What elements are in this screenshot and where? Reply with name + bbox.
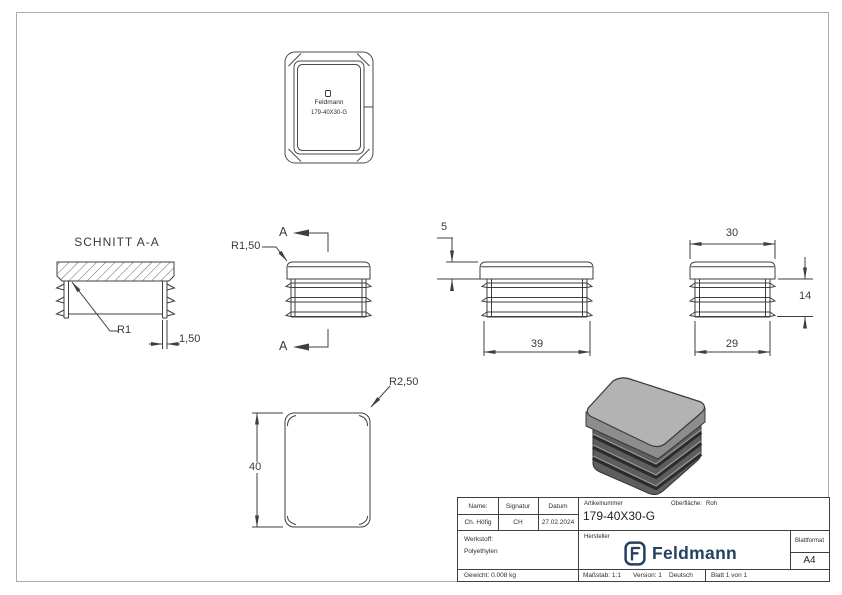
section-arrow-top	[293, 229, 309, 237]
sheet-value: Blatt 1 von 1	[711, 572, 748, 579]
dim-r2-50: R2,50	[389, 376, 419, 388]
surface-value: Roh	[706, 501, 718, 507]
cut-label-a-top: A	[279, 225, 288, 239]
section-view-drawing	[55, 261, 180, 349]
section-title: SCHNITT A-A	[74, 235, 160, 249]
top-view-part-number: 179-40X30-G	[310, 110, 348, 116]
dim-top-width-30: 30	[725, 227, 739, 239]
dim-wall-1-50: 1,50	[179, 333, 201, 345]
article-number-label: Artikelnummer	[584, 501, 623, 507]
scale-value: Maßstab: 1:1	[583, 572, 621, 579]
top-view-brand-text: Feldmann	[314, 99, 344, 106]
format-label: Blattformat	[794, 538, 824, 544]
sheet-border-frame	[16, 12, 829, 582]
surface-label: Oberfläche:	[671, 501, 703, 507]
title-block: Name: Signatur Datum Ch. Höfig CH 27.02.…	[457, 497, 830, 582]
weight-value: Gewicht: 0.008 kg	[464, 572, 517, 579]
article-number-value: 179-40X30-G	[583, 509, 656, 523]
brand-wordmark: Feldmann	[652, 543, 738, 563]
r1-leader	[71, 281, 118, 332]
feldmann-logo: Feldmann	[624, 541, 737, 566]
iso-render	[585, 377, 706, 496]
side-view-drawing	[262, 229, 372, 351]
dim-insert-height-14: 14	[797, 290, 814, 302]
material-value: Polyethylen	[464, 548, 498, 555]
format-value: A4	[803, 555, 816, 566]
name-label: Name:	[468, 502, 488, 510]
language-value: Deutsch	[669, 572, 693, 579]
cut-label-a-bottom: A	[279, 339, 288, 353]
bottom-view-drawing	[252, 385, 391, 528]
signature-label: Signatur	[505, 502, 531, 510]
date-label: Datum	[548, 502, 568, 510]
dim-r1-50: R1,50	[231, 240, 261, 252]
r250-leader	[370, 385, 391, 408]
version-value: Version: 1	[633, 572, 662, 579]
dim-width-39: 39	[530, 338, 544, 350]
date-value: 27.02.2024	[541, 518, 575, 526]
r150-leader	[262, 246, 288, 262]
dim-bottom-width-29: 29	[725, 338, 739, 350]
feldmann-logo-icon	[325, 90, 331, 97]
front-view-drawing	[437, 237, 594, 356]
dim-cap-height-5: 5	[441, 221, 448, 233]
manufacturer-label: Hersteller	[584, 534, 610, 540]
dim-height-40: 40	[247, 461, 264, 473]
material-label: Werkstoff:	[464, 536, 494, 543]
signature-value: CH	[513, 518, 523, 526]
name-value: Ch. Höfig	[464, 518, 492, 526]
dim-r1: R1	[117, 324, 132, 336]
section-arrow-bottom	[293, 343, 309, 351]
feldmann-logo-icon	[624, 541, 646, 566]
top-view-drawing	[284, 51, 374, 164]
end-view-drawing	[689, 240, 813, 356]
